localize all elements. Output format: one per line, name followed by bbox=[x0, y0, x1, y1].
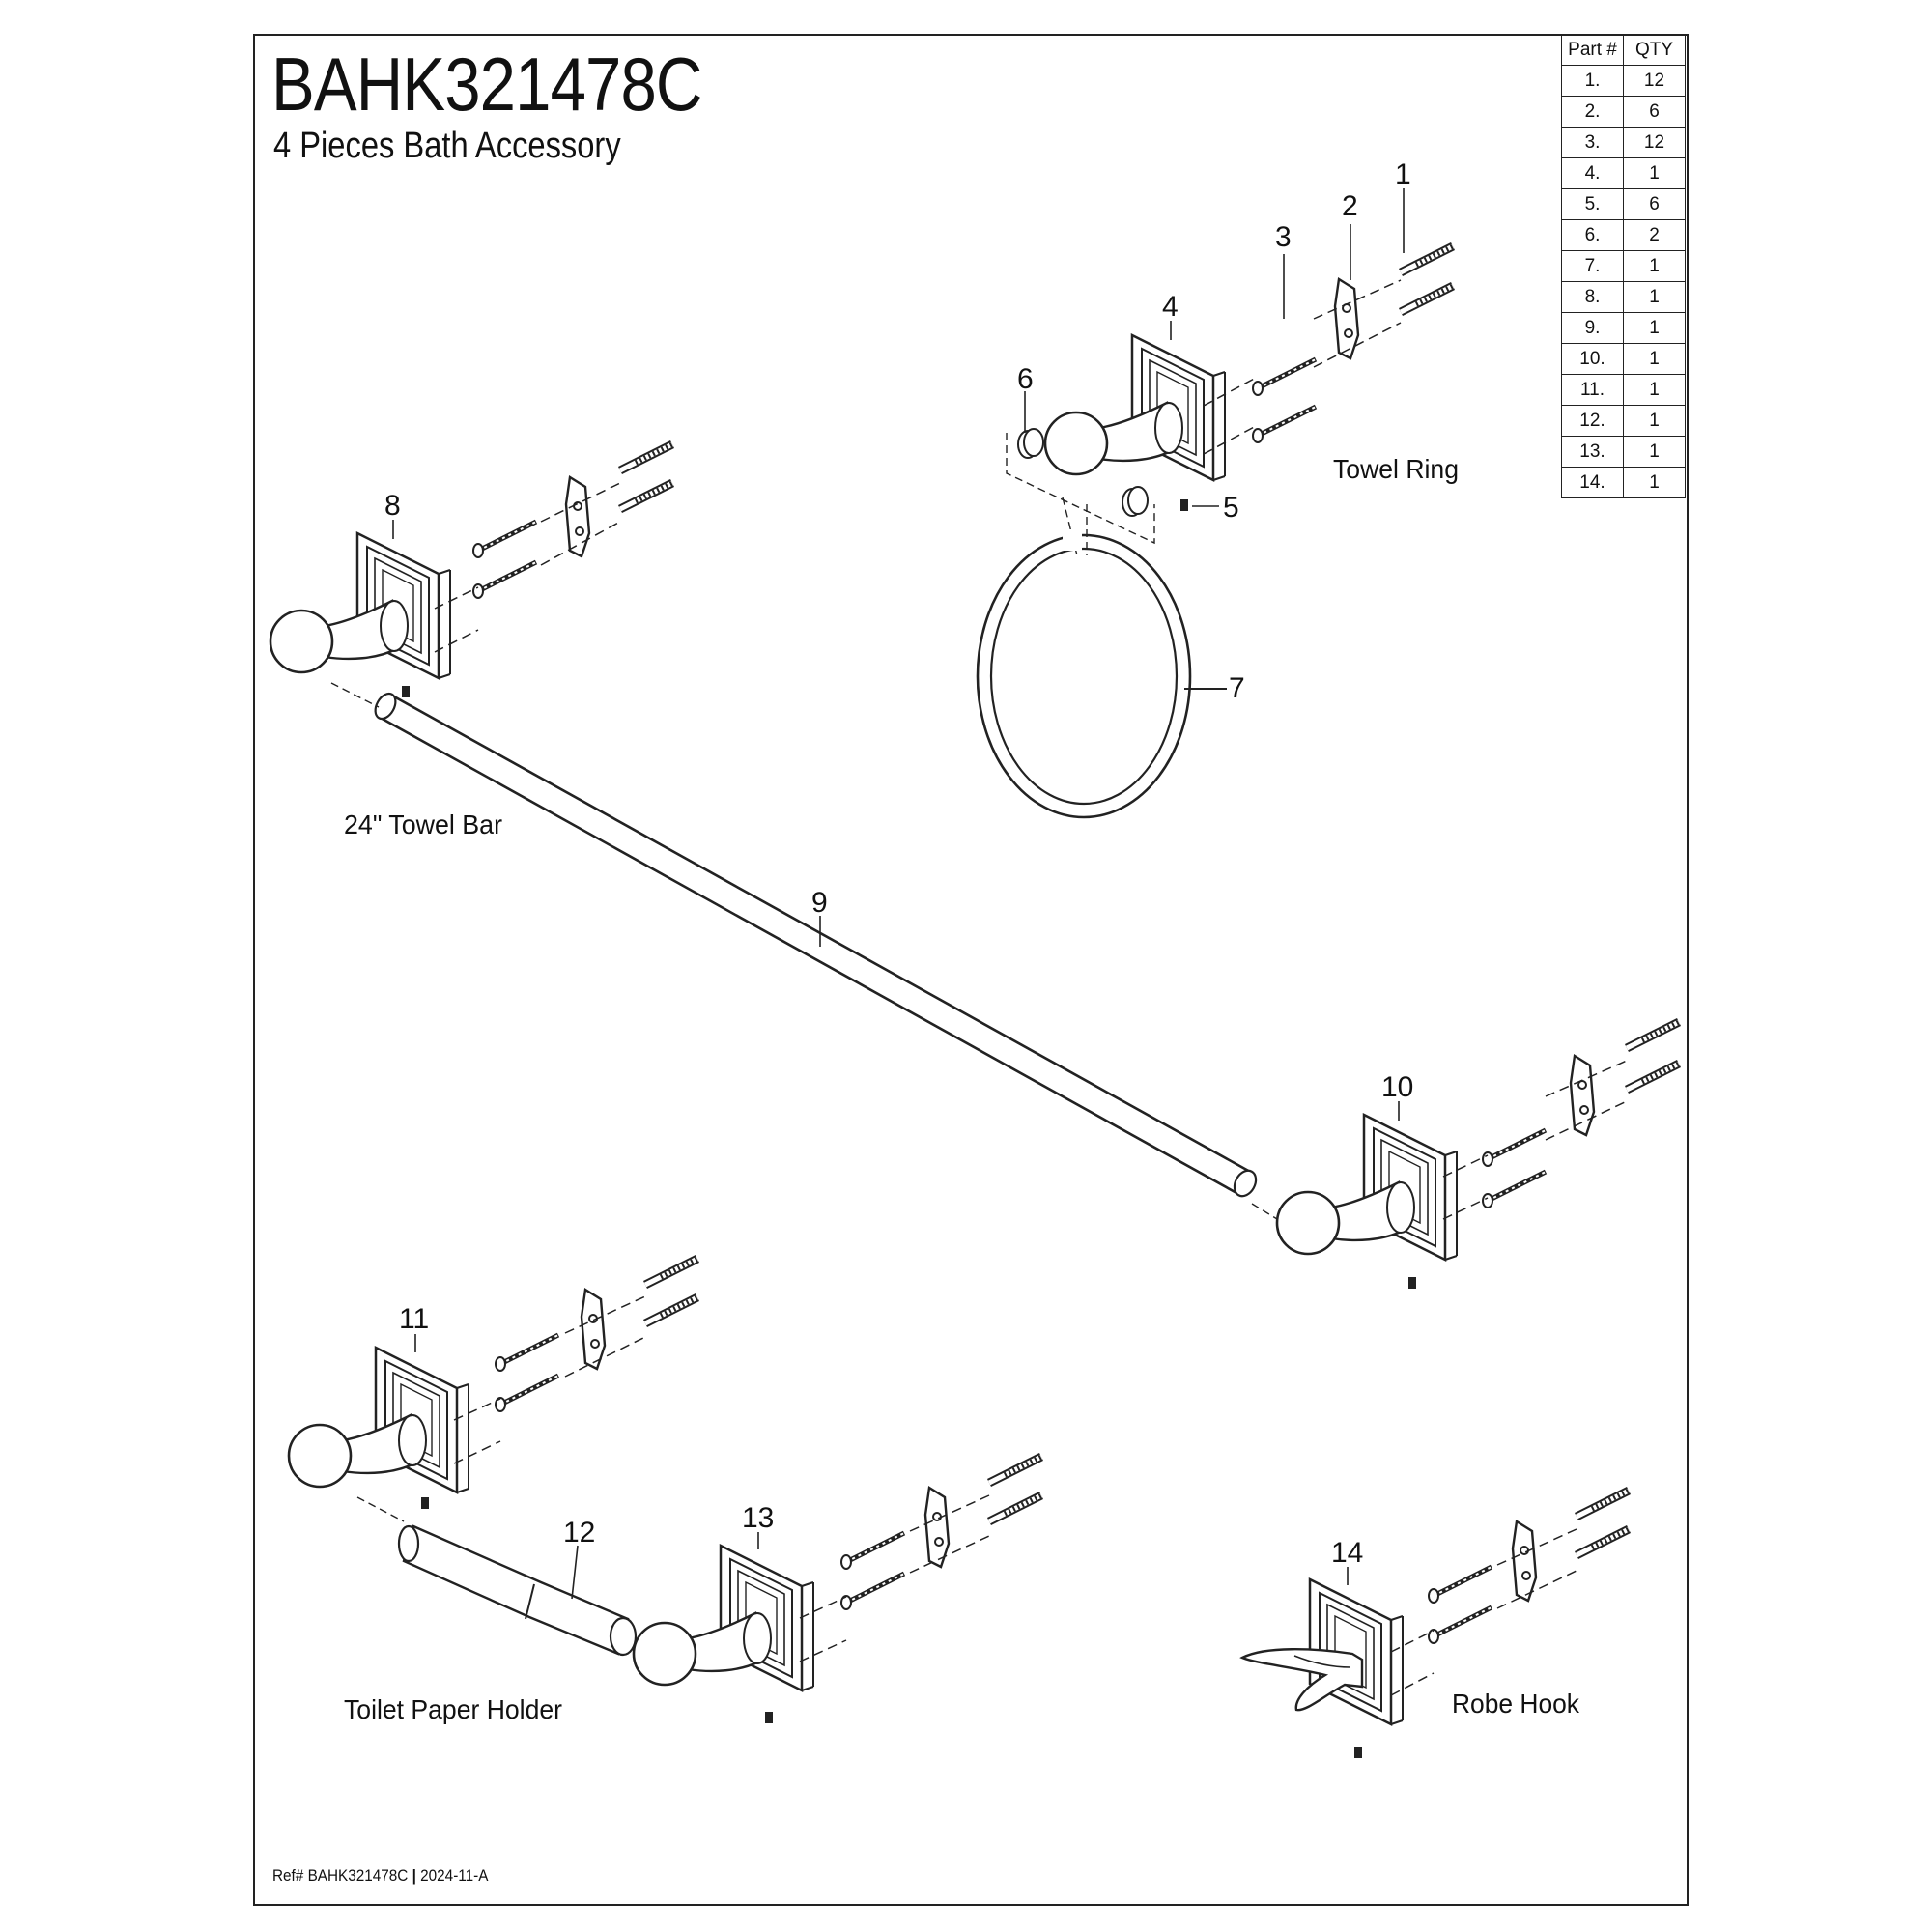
quantity-cell: 1 bbox=[1623, 436, 1686, 468]
page-title: BAHK321478C bbox=[271, 42, 702, 127]
part-number-cell: 7. bbox=[1561, 250, 1624, 282]
callout-11: 11 bbox=[399, 1303, 429, 1335]
quantity-cell: 6 bbox=[1623, 188, 1686, 220]
parts-table-row: 5.6 bbox=[1561, 188, 1686, 220]
callout-numbers: 1 2 3 4 5 6 7 8 9 10 11 12 13 14 bbox=[384, 158, 1413, 1569]
quantity-cell: 1 bbox=[1623, 281, 1686, 313]
towel-bar-assembly bbox=[269, 444, 1679, 1289]
parts-table-row: 1.12 bbox=[1561, 65, 1686, 97]
parts-table-row: 7.1 bbox=[1561, 250, 1686, 282]
callout-13: 13 bbox=[742, 1502, 774, 1534]
caption-towel-bar: 24" Towel Bar bbox=[344, 810, 502, 839]
callout-10: 10 bbox=[1381, 1071, 1413, 1103]
drawing-border bbox=[253, 34, 1689, 1906]
part-number-cell: 13. bbox=[1561, 436, 1624, 468]
callout-4: 4 bbox=[1162, 291, 1179, 323]
parts-table-row: 4.1 bbox=[1561, 157, 1686, 189]
quantity-cell: 1 bbox=[1623, 467, 1686, 498]
callout-6: 6 bbox=[1017, 363, 1034, 395]
caption-toilet-paper-holder: Toilet Paper Holder bbox=[344, 1694, 562, 1724]
callout-2: 2 bbox=[1342, 190, 1358, 222]
quantity-header: QTY bbox=[1623, 34, 1686, 66]
caption-robe-hook: Robe Hook bbox=[1452, 1689, 1580, 1719]
callout-14: 14 bbox=[1331, 1537, 1363, 1569]
callout-7: 7 bbox=[1229, 672, 1245, 704]
parts-table-row: 3.12 bbox=[1561, 127, 1686, 158]
quantity-cell: 1 bbox=[1623, 312, 1686, 344]
part-number-cell: 10. bbox=[1561, 343, 1624, 375]
quantity-cell: 2 bbox=[1623, 219, 1686, 251]
reference-label: Ref# BAHK321478C bbox=[272, 1866, 409, 1885]
callout-9: 9 bbox=[811, 887, 828, 919]
callout-5: 5 bbox=[1223, 492, 1239, 524]
robe-hook-assembly bbox=[1239, 1491, 1629, 1758]
quantity-cell: 1 bbox=[1623, 250, 1686, 282]
towel-ring-assembly bbox=[976, 246, 1453, 819]
part-number-cell: 6. bbox=[1561, 219, 1624, 251]
revision-code: 2024-11-A bbox=[420, 1866, 489, 1885]
parts-table-header-row: Part # QTY bbox=[1561, 34, 1686, 66]
quantity-cell: 1 bbox=[1623, 374, 1686, 406]
callout-leaders bbox=[392, 188, 1405, 1600]
toilet-paper-holder-assembly bbox=[287, 1259, 1041, 1723]
parts-table-row: 10.1 bbox=[1561, 343, 1686, 375]
part-number-cell: 4. bbox=[1561, 157, 1624, 189]
reference-separator: | bbox=[412, 1866, 416, 1885]
parts-table-row: 6.2 bbox=[1561, 219, 1686, 251]
quantity-cell: 1 bbox=[1623, 157, 1686, 189]
callout-1: 1 bbox=[1395, 158, 1411, 190]
parts-table-row: 8.1 bbox=[1561, 281, 1686, 313]
parts-table-row: 13.1 bbox=[1561, 436, 1686, 468]
caption-towel-ring: Towel Ring bbox=[1333, 454, 1459, 484]
part-number-header: Part # bbox=[1561, 34, 1624, 66]
callout-3: 3 bbox=[1275, 221, 1292, 253]
reference-footer: Ref# BAHK321478C | 2024-11-A bbox=[272, 1867, 488, 1884]
part-number-cell: 12. bbox=[1561, 405, 1624, 437]
callout-8: 8 bbox=[384, 490, 401, 522]
parts-table-row: 12.1 bbox=[1561, 405, 1686, 437]
parts-table-row: 11.1 bbox=[1561, 374, 1686, 406]
part-number-cell: 3. bbox=[1561, 127, 1624, 158]
parts-table-row: 14.1 bbox=[1561, 467, 1686, 498]
callout-12: 12 bbox=[563, 1517, 595, 1548]
quantity-cell: 12 bbox=[1623, 127, 1686, 158]
parts-table-row: 2.6 bbox=[1561, 96, 1686, 128]
parts-table-row: 9.1 bbox=[1561, 312, 1686, 344]
part-number-cell: 14. bbox=[1561, 467, 1624, 498]
quantity-cell: 6 bbox=[1623, 96, 1686, 128]
page-subtitle: 4 Pieces Bath Accessory bbox=[273, 126, 621, 166]
